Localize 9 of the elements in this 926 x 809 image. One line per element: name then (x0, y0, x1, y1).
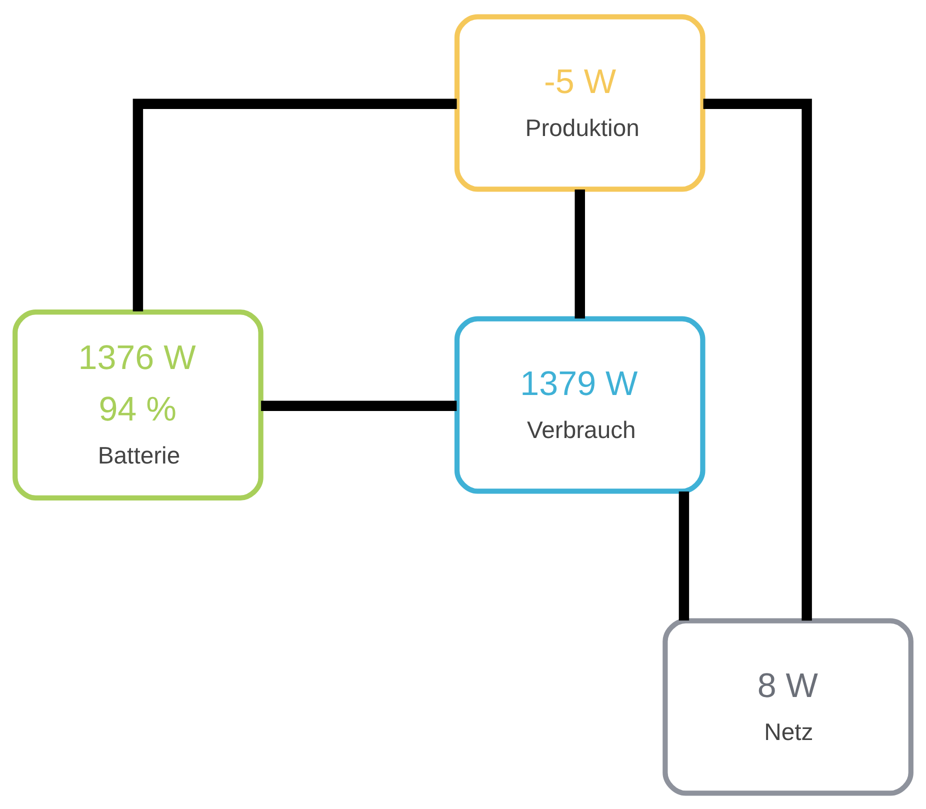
connector (261, 400, 457, 410)
node-box: 8 W Netz (662, 618, 914, 796)
connector (678, 491, 690, 620)
node-box: -5 W Produktion (454, 14, 706, 192)
connector (132, 98, 457, 311)
connector (703, 98, 812, 620)
connector (574, 189, 585, 318)
node-box: 1376 W 94 % Batterie (12, 308, 264, 500)
node-box: 1379 W Verbrauch (454, 316, 706, 494)
